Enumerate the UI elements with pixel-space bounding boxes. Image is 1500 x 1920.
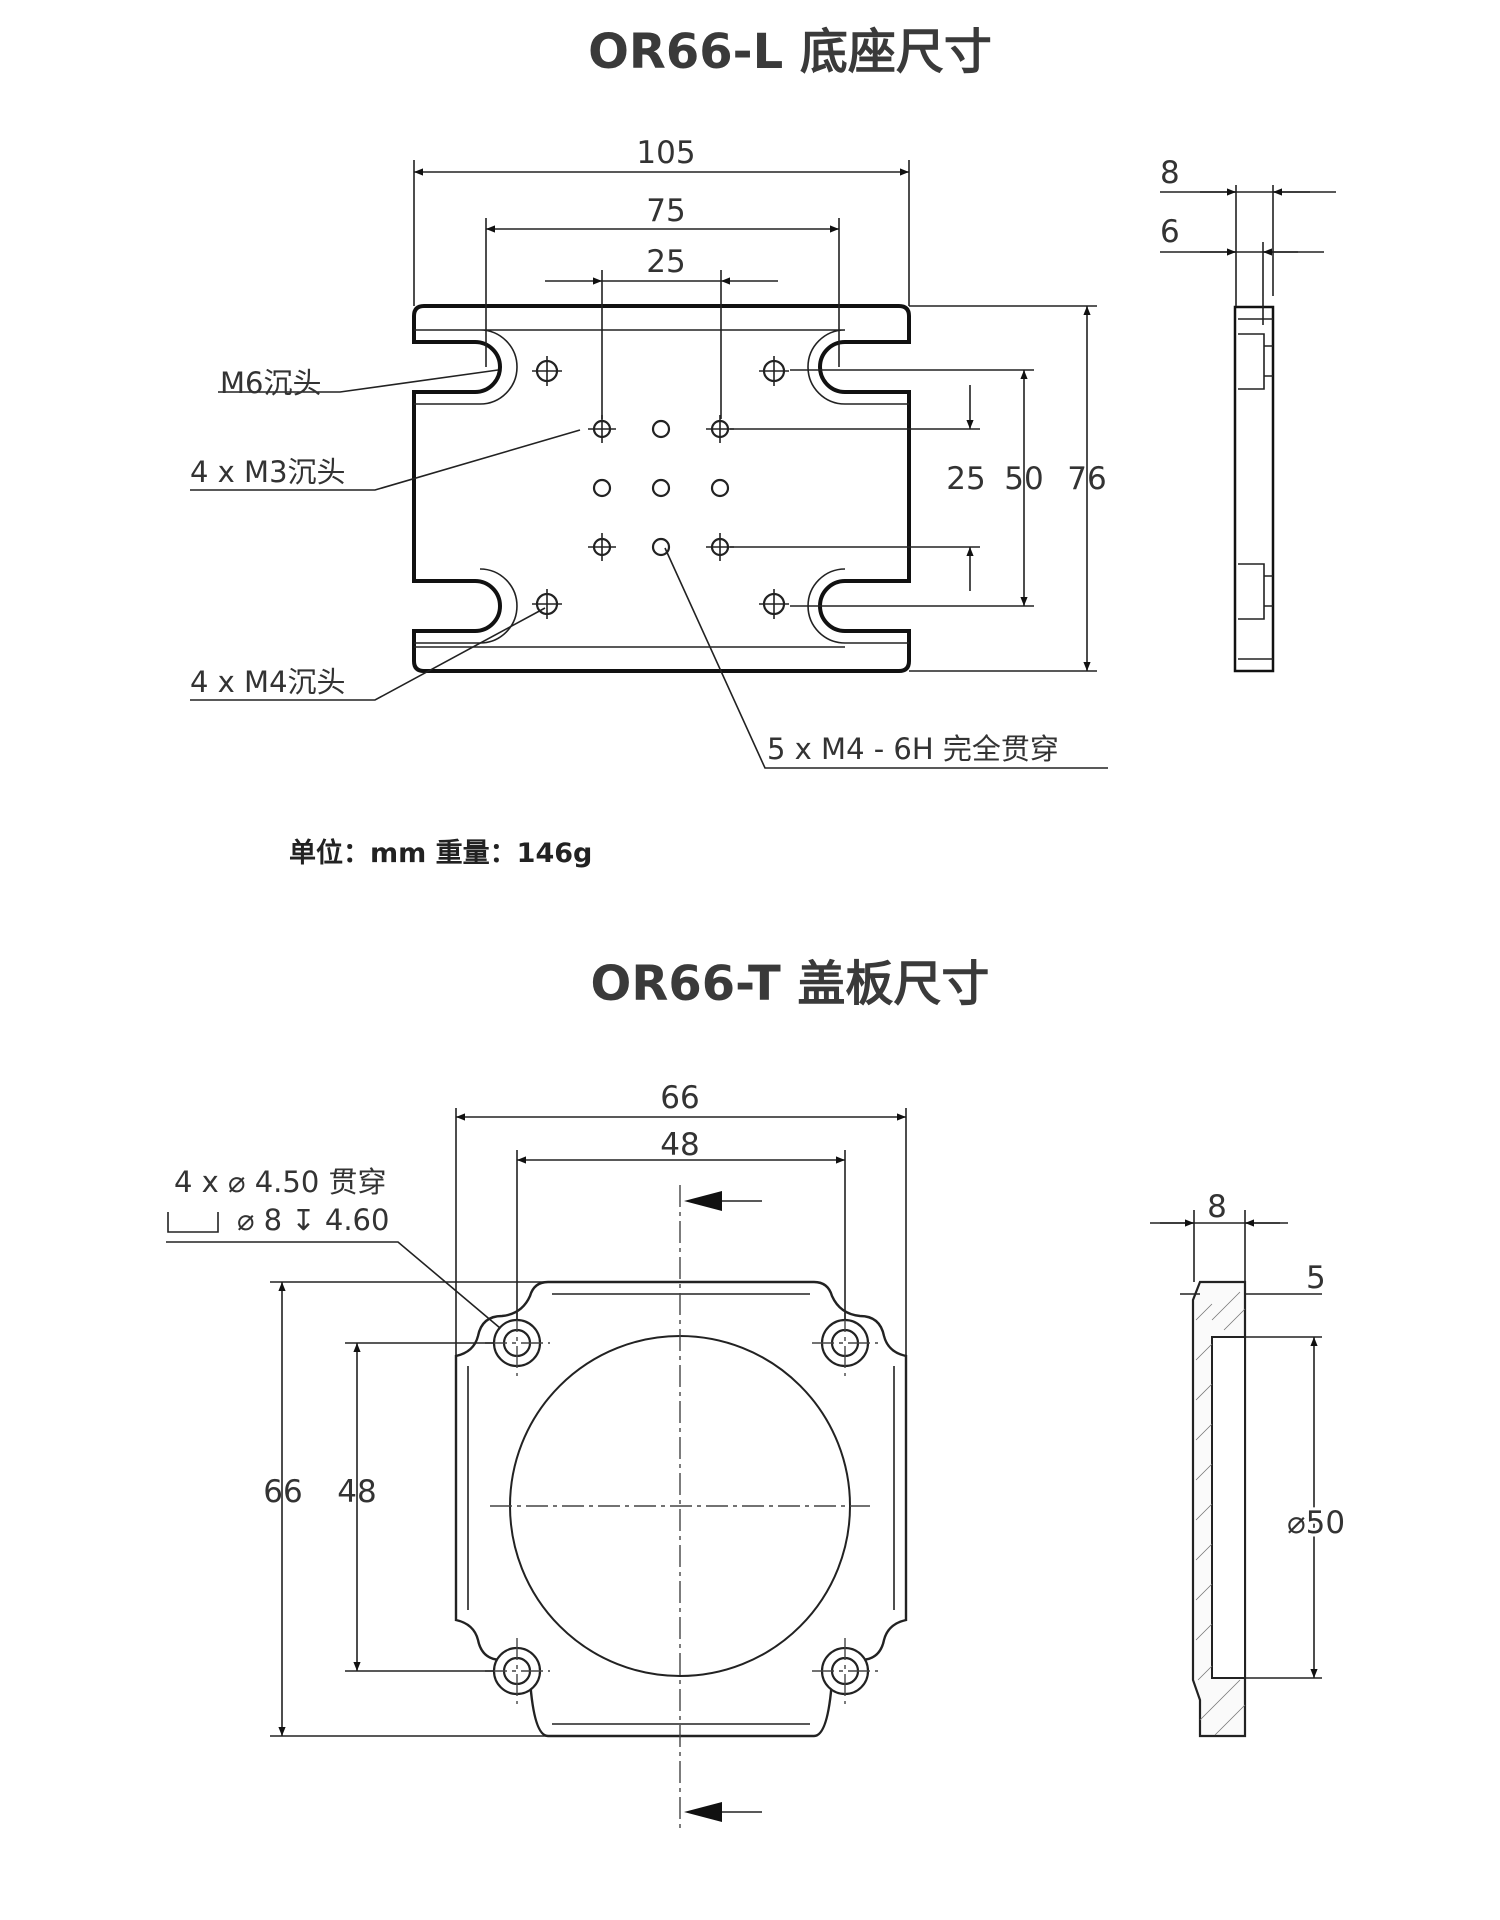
dim-h76: 76 [1067,461,1106,497]
label-m3: 4 x M3沉头 [190,455,346,489]
dim-48: 48 [660,1127,699,1163]
dim-dia-50: ⌀50 [1287,1505,1345,1541]
base-side-view: 8 6 [1160,155,1336,673]
cover-hole-callout: 4 x ⌀ 4.50 贯穿 ⌀ 8 ↧ 4.60 [166,1165,501,1329]
dim-h25: 25 [946,461,985,497]
cover-dimensions: 66 48 66 48 [263,1080,907,1737]
base-dimensions: 105 75 25 25 50 76 [413,135,1107,672]
dim-side-8: 8 [1160,155,1180,191]
dim-h50: 50 [1004,461,1043,497]
dim-25: 25 [646,244,685,280]
dim-side-5: 5 [1306,1260,1326,1296]
dim-h66: 66 [263,1474,302,1510]
unit-weight-note: 单位：mm 重量：146g [289,837,592,869]
dim-side-8b: 8 [1207,1189,1227,1225]
dim-side-6: 6 [1160,214,1180,250]
label-m4-thru: 5 x M4 - 6H 完全贯穿 [767,732,1059,766]
label-m6: M6沉头 [220,366,321,400]
grid-holes [588,415,734,561]
label-hole-thru: 4 x ⌀ 4.50 贯穿 [174,1165,387,1199]
cover-holes [492,1318,870,1696]
m6-holes [532,356,789,619]
counterbore-icon [167,1212,219,1233]
cover-title: OR66-T 盖板尺寸 [591,956,990,1012]
base-callouts: M6沉头 4 x M3沉头 4 x M4沉头 5 x M4 - 6H 完全贯穿 [190,366,1108,769]
dim-h48: 48 [337,1474,376,1510]
label-m4: 4 x M4沉头 [190,665,346,699]
label-counterbore: ⌀ 8 ↧ 4.60 [237,1203,389,1237]
base-plate-front-view [412,304,911,673]
cover-plate-front-view [454,1185,908,1832]
dim-75: 75 [646,193,685,229]
cover-side-view: 8 5 ⌀50 [1150,1189,1348,1738]
dim-105: 105 [636,135,695,171]
dim-66: 66 [660,1080,699,1116]
base-title: OR66-L 底座尺寸 [588,24,992,80]
